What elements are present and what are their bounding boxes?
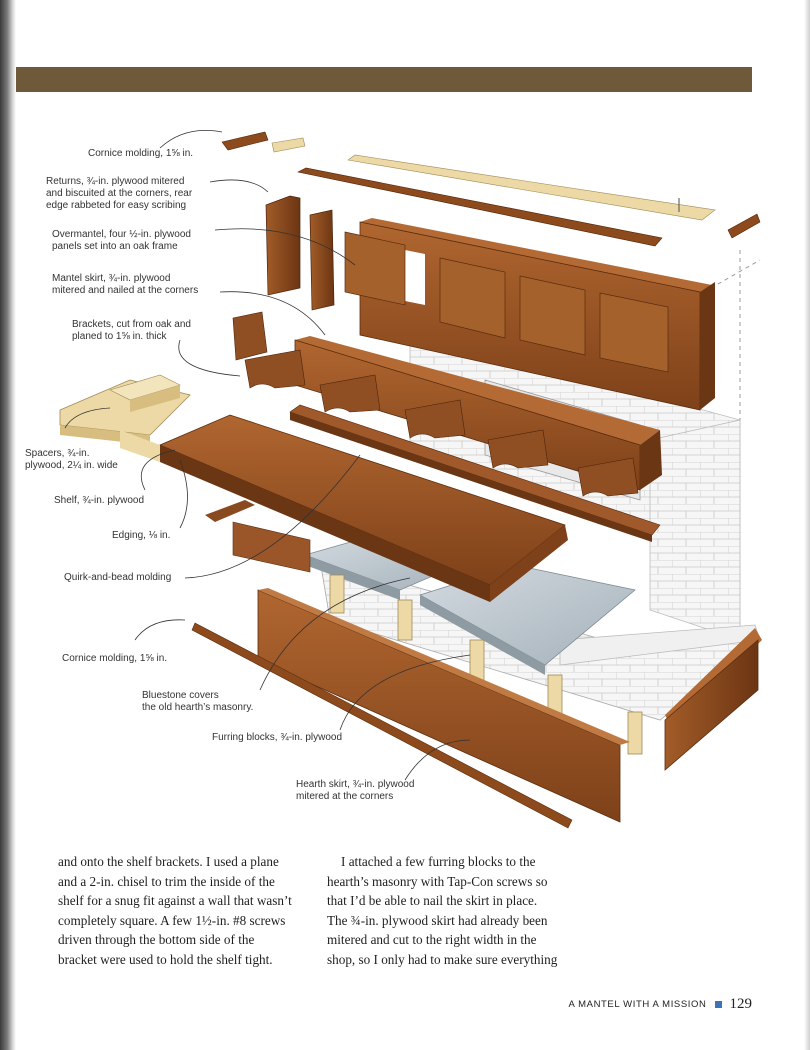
callout-brackets: Brackets, cut from oak and planed to 1⅝ … xyxy=(72,319,191,342)
running-title: A MANTEL WITH A MISSION xyxy=(568,999,707,1010)
callout-quirk-and-bead: Quirk-and-bead molding xyxy=(64,572,172,583)
cornice-molding-bottom xyxy=(191,622,573,829)
cornice-molding-top xyxy=(221,131,761,247)
callout-bluestone: Bluestone covers the old hearth’s masonr… xyxy=(142,690,254,713)
body-line: completely square. A few 1½-in. #8 screw… xyxy=(58,912,286,928)
furring-blocks xyxy=(329,574,643,755)
callout-cornice-molding-bottom: Cornice molding, 1⅝ in. xyxy=(62,653,168,664)
brackets xyxy=(244,349,639,497)
callout-mantel-skirt: Mantel skirt, ¾-in. plywood mitered and … xyxy=(52,273,199,296)
body-line: shop, so I only had to make sure everyth… xyxy=(327,951,558,967)
chapter-header-bar xyxy=(16,67,752,92)
callout-furring-blocks: Furring blocks, ¾-in. plywood xyxy=(212,732,343,743)
hearth-skirt xyxy=(257,588,630,823)
body-line: driven through the bottom side of the xyxy=(58,932,255,948)
hearth-skirt-return xyxy=(664,628,762,771)
body-line: shelf for a snug fit against a wall that… xyxy=(58,893,292,909)
body-line: that I’d be able to nail the skirt in pl… xyxy=(327,893,538,909)
mantel-skirt xyxy=(294,336,662,491)
callout-hearth-skirt: Hearth skirt, ¾-in. plywood mitered at t… xyxy=(296,779,415,802)
body-line: The ¾-in. plywood skirt had already been xyxy=(327,912,548,928)
overmantel-loose-panel xyxy=(344,231,406,306)
body-line: bracket were used to hold the shelf tigh… xyxy=(58,951,273,967)
callout-shelf: Shelf, ¾-in. plywood xyxy=(54,495,145,506)
body-text-column-left: and onto the shelf brackets. I used a pl… xyxy=(58,852,292,970)
body-text-column-right: I attached a few furring blocks to the h… xyxy=(327,852,557,970)
body-line: hearth’s masonry with Tap-Con screws so xyxy=(327,873,548,889)
overmantel xyxy=(359,218,715,411)
page-number: 129 xyxy=(729,996,753,1012)
callout-cornice-molding-top: Cornice molding, 1⅝ in. xyxy=(88,148,194,159)
book-spine-shadow xyxy=(0,0,16,1050)
exploded-mantel-illustration xyxy=(59,129,762,829)
callout-returns: Returns, ¾-in. plywood mitered and biscu… xyxy=(46,176,193,211)
leader-lines xyxy=(64,129,471,781)
callout-spacers: Spacers, ¾-in. plywood, 2¼ in. wide xyxy=(25,448,118,471)
shelf xyxy=(120,414,568,602)
returns xyxy=(265,195,335,311)
spare-bracket xyxy=(232,311,268,361)
body-line: I attached a few furring blocks to the xyxy=(341,854,536,869)
body-line: and onto the shelf brackets. I used a pl… xyxy=(58,854,279,869)
body-line: mitered and cut to the right width in th… xyxy=(327,932,537,948)
quirk-and-bead-molding xyxy=(289,404,661,542)
shelf-supports xyxy=(205,500,311,573)
callout-edging: Edging, ⅛ in. xyxy=(112,530,171,541)
callout-overmantel: Overmantel, four ½-in. plywood panels se… xyxy=(52,229,191,252)
page-edge-shadow xyxy=(804,0,810,1050)
page-footer: A MANTEL WITH A MISSION 129 xyxy=(568,996,752,1013)
footer-square-icon xyxy=(714,1001,722,1008)
body-line: and a 2-in. chisel to trim the inside of… xyxy=(58,873,275,889)
